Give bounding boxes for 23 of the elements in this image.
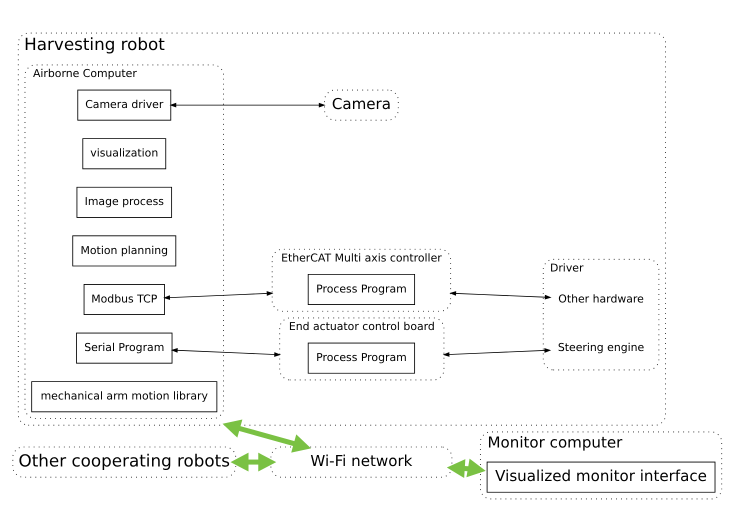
- node-box: Visualized monitor interface: [486, 462, 716, 493]
- node-box: Motion planning: [72, 235, 176, 266]
- arrow: [446, 458, 486, 478]
- node-text: Steering engine: [558, 340, 644, 354]
- node-box: mechanical arm motion library: [31, 381, 218, 412]
- arrow: [163, 291, 274, 300]
- node-box: visualization: [82, 138, 166, 170]
- node-box: Camera driver: [77, 90, 172, 121]
- arrow: [449, 291, 552, 300]
- node-box: Modbus TCP: [84, 284, 165, 316]
- arrow: [222, 419, 312, 453]
- node-box: Process Program: [308, 274, 416, 305]
- arrow: [170, 348, 281, 357]
- node-box: Camera: [324, 90, 399, 121]
- node-text: Other hardware: [558, 292, 644, 306]
- arrow: [170, 102, 326, 108]
- node-box: Serial Program: [76, 332, 172, 364]
- arrow: [442, 348, 552, 357]
- arrow: [230, 452, 276, 472]
- node-box: Image process: [76, 186, 172, 218]
- node-box: Wi-Fi network: [270, 446, 452, 478]
- node-box: Other cooperating robots: [12, 446, 236, 478]
- node-box: Process Program: [308, 342, 416, 374]
